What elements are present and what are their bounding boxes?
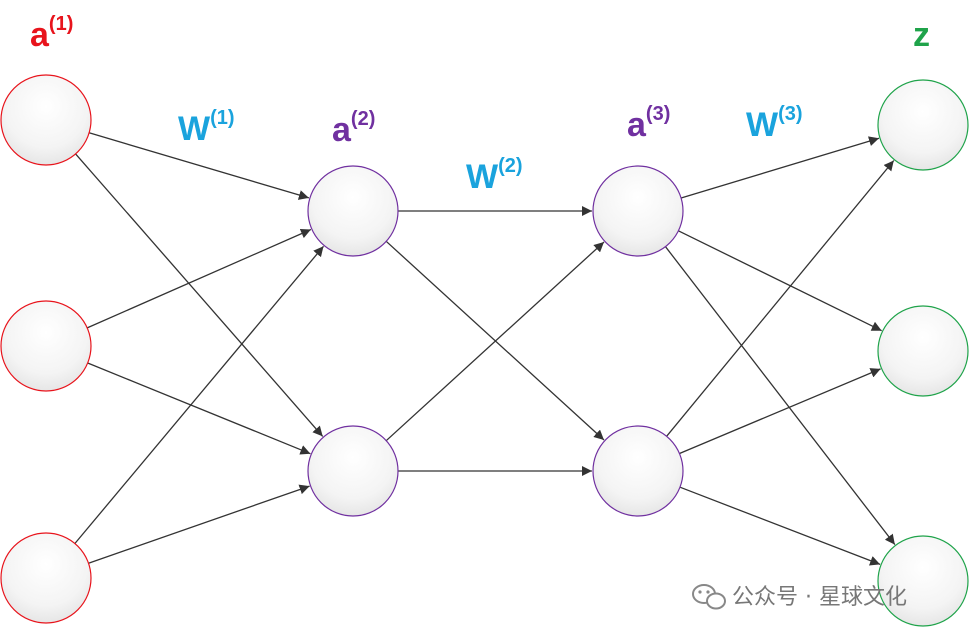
- weight-label-3: W(3): [746, 103, 803, 144]
- edge-l1-n1-to-l2-n2: [75, 153, 324, 437]
- nodes-group: [0, 74, 969, 627]
- node-layer1-3: [0, 532, 92, 624]
- layer-label-3-main: a: [627, 106, 647, 144]
- edge-l3-n1-to-l4-n2: [678, 230, 882, 332]
- edge-l3-n1-to-l4-n1: [680, 136, 880, 199]
- layer-label-2: a(2): [332, 108, 375, 149]
- layer-label-2-sup: (2): [351, 108, 375, 130]
- weight-label-2-sup: (2): [498, 155, 522, 177]
- node-layer2-1: [307, 165, 399, 257]
- layer-label-3-sup: (3): [646, 103, 670, 125]
- edge-l1-n2-to-l2-n1: [86, 228, 312, 329]
- node-layer2-2: [307, 425, 399, 517]
- node-layer4-3: [877, 535, 969, 627]
- weight-label-1-sup: (1): [210, 107, 234, 129]
- weight-label-2-main: W: [466, 158, 499, 196]
- edge-l1-n2-to-l2-n2: [87, 362, 311, 455]
- watermark-text: 公众号 · 星球文化: [732, 585, 907, 610]
- weight-label-1-main: W: [178, 110, 211, 148]
- layer-label-1-sup: (1): [49, 13, 73, 35]
- node-layer1-2: [0, 300, 92, 392]
- watermark: 公众号 · 星球文化: [692, 584, 907, 610]
- layer-label-3: a(3): [627, 103, 670, 144]
- layer-label-4: z: [913, 16, 930, 54]
- weight-label-1: W(1): [178, 107, 235, 148]
- node-layer1-1: [0, 74, 92, 166]
- layer-label-1-main: a: [30, 16, 50, 54]
- edge-l3-n2-to-l4-n2: [679, 368, 881, 455]
- edge-l1-n3-to-l2-n2: [88, 484, 310, 564]
- layer-label-2-main: a: [332, 111, 352, 149]
- node-layer3-2: [592, 425, 684, 517]
- weight-label-3-sup: (3): [778, 103, 802, 125]
- edge-l1-n3-to-l2-n1: [74, 245, 324, 544]
- edge-l2-n2-to-l3-n1: [385, 241, 605, 442]
- edge-l3-n2-to-l4-n1: [666, 160, 895, 437]
- wechat-icon: [692, 584, 726, 610]
- node-layer4-2: [877, 305, 969, 397]
- edges-group: [74, 132, 896, 566]
- node-layer4-1: [877, 79, 969, 171]
- layer-label-4-main: z: [913, 16, 930, 54]
- edge-l3-n2-to-l4-n3: [679, 486, 881, 566]
- weight-label-2: W(2): [466, 155, 523, 196]
- node-layer3-1: [592, 165, 684, 257]
- edge-l1-n1-to-l2-n1: [88, 132, 310, 200]
- weight-label-3-main: W: [746, 106, 779, 144]
- edge-l3-n1-to-l4-n3: [664, 246, 896, 545]
- layer-label-1: a(1): [30, 13, 73, 54]
